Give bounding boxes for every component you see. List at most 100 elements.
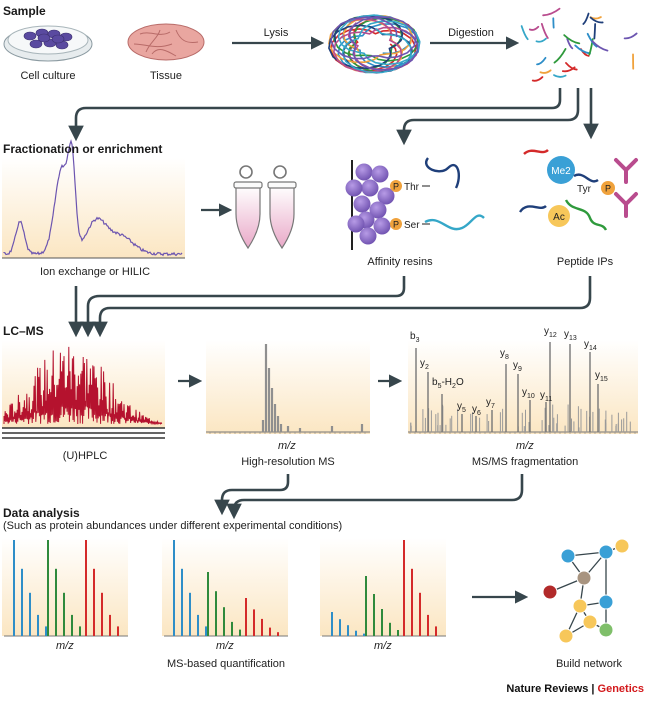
quant-spectrum-1: [4, 540, 128, 637]
network-node-icon: [582, 614, 598, 630]
peak-y10-label: y10: [522, 387, 535, 400]
network-node-icon: [598, 544, 614, 560]
to-fractionation-arrow: [68, 88, 562, 142]
journal-credit: Nature Reviews | Genetics: [506, 683, 644, 695]
resin-bead-icon: [361, 179, 379, 197]
phospho-thr-icon: [390, 180, 402, 192]
section-analysis-subtitle: (Such as protein abundances under differ…: [3, 520, 343, 532]
ms1-spectrum: [206, 344, 370, 434]
cell-icon: [23, 31, 37, 41]
affinity-resins-label: Affinity resins: [367, 256, 433, 268]
quant2-mz-label: m/z: [216, 640, 234, 652]
cell-icon: [29, 39, 43, 49]
section-lcms-title: LC–MS: [3, 324, 44, 338]
antibody-icon: [614, 158, 638, 184]
peak-y2-label: y2: [420, 358, 429, 371]
network-node-icon: [542, 584, 558, 600]
me2-icon: [547, 156, 575, 184]
peak-y6-label: y6: [472, 404, 481, 417]
thr-label: Thr: [404, 182, 420, 193]
msms-to-analysis-arrow: [226, 474, 524, 520]
network-node-icon: [560, 548, 576, 564]
me2-label: Me2: [551, 166, 571, 177]
peak-y11-label: y11: [540, 390, 553, 403]
resin-bead-icon: [355, 163, 373, 181]
to-affinity-arrow: [396, 88, 580, 146]
lysis-label: Lysis: [263, 27, 289, 39]
quant-spectrum-2: [164, 540, 288, 637]
tyr-label: Tyr: [577, 184, 592, 195]
msms-spectrum: [408, 342, 638, 434]
build-network-label: Build network: [555, 658, 623, 670]
tissue-label: Tissue: [150, 70, 182, 82]
network-node-icon: [598, 594, 614, 610]
phospho-ser-icon: [390, 218, 402, 230]
protein-network: [542, 538, 630, 644]
section-fractionation-title: Fractionation or enrichment: [3, 142, 163, 156]
phospho-label: P: [605, 184, 611, 194]
antibody-icon: [614, 192, 638, 218]
resin-bead-icon: [345, 179, 363, 197]
affinity-to-lc-arrow: [80, 276, 406, 338]
ac-label: Ac: [553, 212, 565, 223]
ion-exchange-panel: [2, 158, 185, 258]
peak-y7-label: y7: [486, 397, 495, 410]
quant-spectrum-3: [322, 540, 446, 637]
ion-exchange-trace: [3, 139, 183, 257]
resin-bead-icon: [377, 187, 395, 205]
peak-y5-label: y5: [457, 401, 466, 414]
network-node-icon: [558, 628, 574, 644]
peak-b3-label: b3: [410, 331, 420, 344]
network-node-icon: [576, 570, 592, 586]
quant1-mz-label: m/z: [56, 640, 74, 652]
msms-mz-label: m/z: [516, 440, 534, 452]
network-node-icon: [572, 598, 588, 614]
tissue-icon: [127, 23, 205, 61]
ms1-panel: [206, 340, 370, 434]
section-sample-title: Sample: [3, 4, 46, 18]
petri-dish: [3, 25, 93, 62]
resin-bead-icon: [373, 217, 391, 235]
affinity-resin: P P Thr Ser: [345, 157, 485, 250]
eppendorf-tubes: [233, 165, 297, 250]
peptide-ips-label: Peptide IPs: [556, 256, 614, 268]
peak-y15-label: y15: [595, 370, 608, 383]
digestion-label: Digestion: [448, 27, 494, 39]
protein-tangle: [328, 14, 421, 74]
ion-exchange-label: Ion exchange or HILIC: [39, 266, 151, 278]
resin-bead-icon: [371, 165, 389, 183]
hplc-trace: [3, 346, 163, 426]
peak-y8-label: y8: [500, 348, 509, 361]
peak-y12-label: y12: [544, 326, 557, 339]
peak-b5h2o-label: b5-H2O: [432, 377, 464, 390]
peak-y14-label: y14: [584, 339, 597, 352]
peak-y9-label: y9: [513, 360, 522, 373]
section-analysis-title: Data analysis: [3, 506, 80, 520]
resin-bead-icon: [369, 201, 387, 219]
peak-y13-label: y13: [564, 329, 577, 342]
acetyl-icon: [548, 205, 570, 227]
phospho-label: P: [393, 182, 399, 192]
peptide-ip: Me2 P Tyr Ac: [519, 149, 638, 231]
resin-bead-icon: [347, 215, 365, 233]
ms-quant-label: MS-based quantification: [166, 658, 285, 670]
peptide-fragments: [520, 7, 638, 82]
uhplc-label: (U)HPLC: [62, 450, 108, 462]
quant3-mz-label: m/z: [374, 640, 392, 652]
ser-label: Ser: [404, 220, 420, 231]
msms-label: MS/MS fragmentation: [471, 456, 579, 468]
ms1-mz-label: m/z: [278, 440, 296, 452]
high-res-ms-label: High-resolution MS: [241, 456, 335, 468]
network-node-icon: [598, 622, 614, 638]
cell-culture-label: Cell culture: [20, 70, 76, 82]
cell-icon: [37, 33, 51, 43]
ip-to-lc-arrow: [92, 276, 592, 338]
phospho-label: P: [393, 220, 399, 230]
resin-bead-icon: [353, 195, 371, 213]
phospho-tyr-icon: [601, 181, 615, 195]
cell-icon: [51, 34, 65, 44]
resin-bead-icon: [359, 227, 377, 245]
ms1-to-analysis-arrow: [214, 474, 290, 516]
